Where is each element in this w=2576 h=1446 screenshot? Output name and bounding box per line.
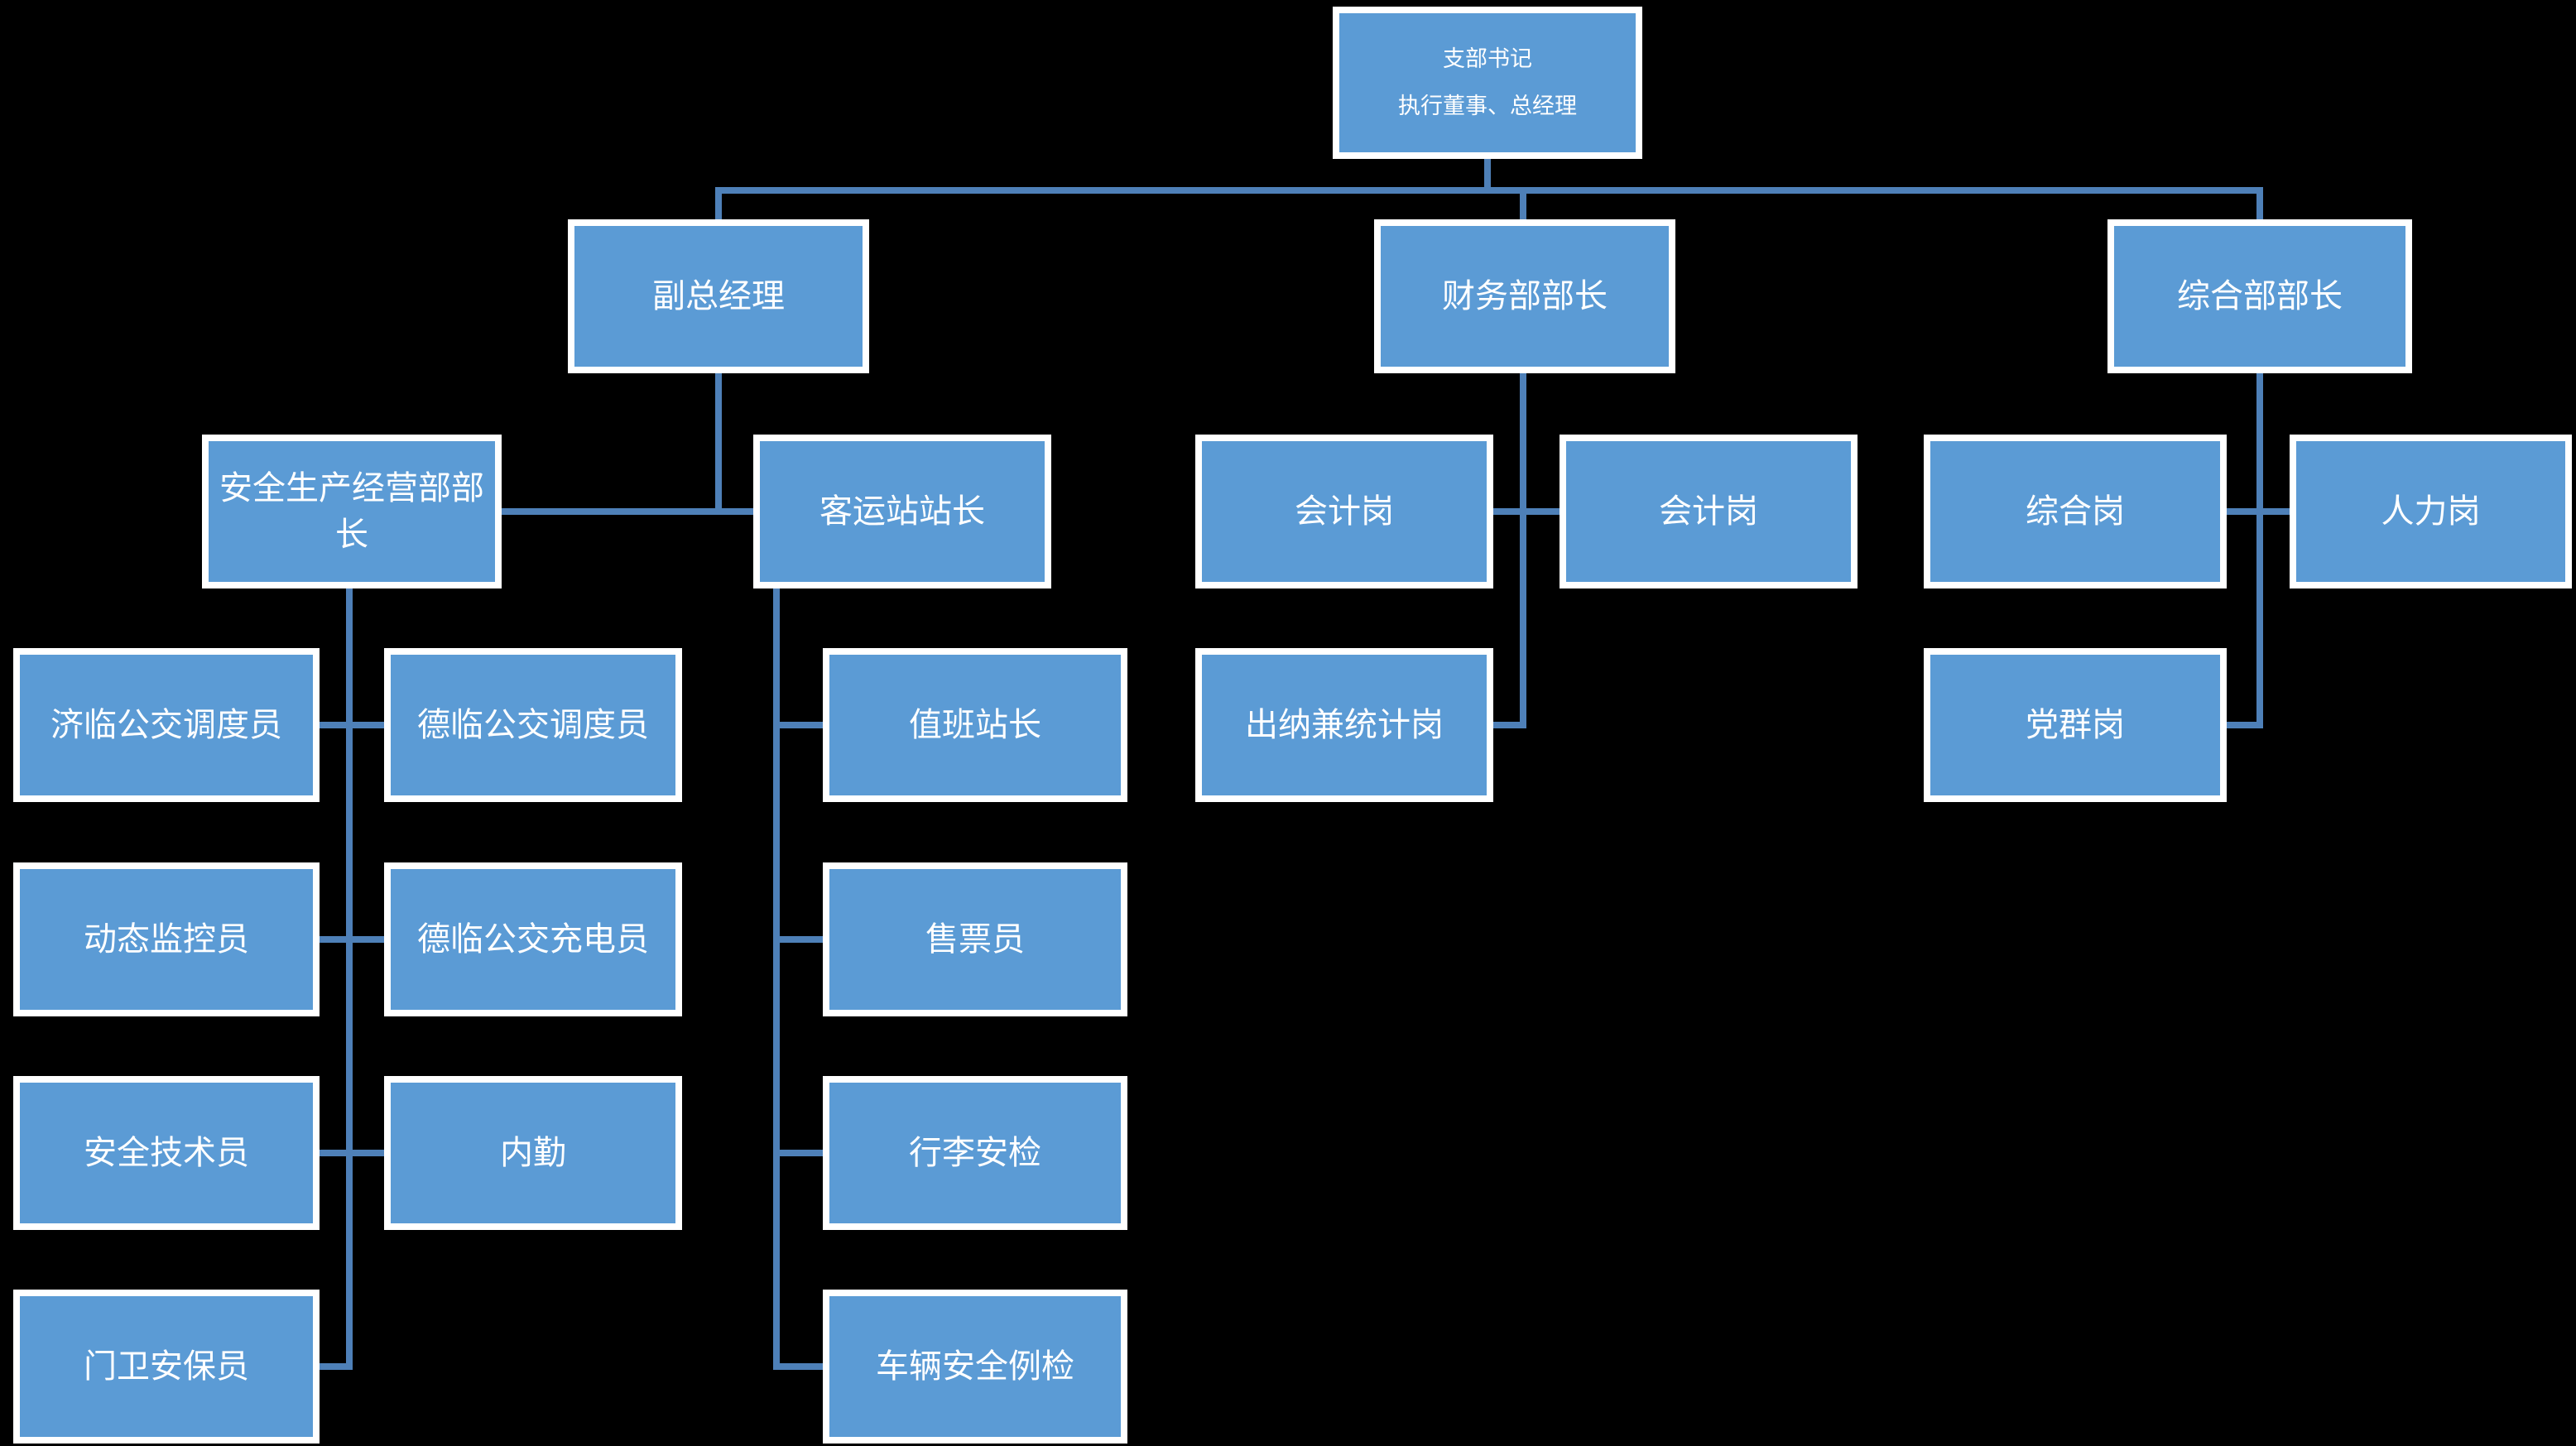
node-finance-department-head: 财务部部长 [1374,219,1675,373]
connector-drop-finance-minister [1520,187,1526,225]
connector-general-minister-trunk [2256,371,2263,728]
node-label: 德临公交调度员 [417,707,649,743]
node-general-affairs-post: 综合岗 [1924,435,2227,588]
node-label: 济临公交调度员 [50,707,282,743]
node-vehicle-safety-inspection: 车辆安全例检 [823,1290,1127,1444]
connector-finance-minister-trunk [1520,371,1526,728]
connector-stub-general-hr [2227,508,2290,515]
node-label: 安全技术员 [84,1135,249,1171]
connector-deputy-gm-trunk [715,371,722,515]
node-label: 客运站站长 [819,493,985,530]
node-label: 出纳兼统计岗 [1245,707,1444,743]
node-cashier-statistics-post: 出纳兼统计岗 [1195,648,1493,802]
node-safety-production-operation-head: 安全生产经营部部长 [202,435,502,588]
node-delin-bus-charger: 德临公交充电员 [384,862,682,1016]
connector-elbow-vehicle-inspection [773,1363,823,1370]
node-branch-secretary-executive-director-gm: 支部书记 执行董事、总经理 [1333,7,1642,159]
connector-stub-monitor-charger [320,936,384,943]
connector-elbow-cashier-statistics [1493,722,1526,728]
node-human-resources-post: 人力岗 [2290,435,2572,588]
node-label: 党群岗 [2026,707,2125,743]
node-accountant-post-1: 会计岗 [1195,435,1493,588]
node-label: 会计岗 [1659,493,1758,530]
connector-drop-general-minister [2256,187,2263,225]
node-label: 行李安检 [909,1135,1041,1171]
node-duty-station-master: 值班站长 [823,648,1127,802]
node-label: 财务部部长 [1442,278,1608,315]
node-ticket-seller: 售票员 [823,862,1127,1016]
connector-stub-ticket-seller [773,936,823,943]
connector-root-trunk [1484,157,1491,194]
node-luggage-security-check: 行李安检 [823,1076,1127,1230]
connector-station-master-trunk [773,586,780,1370]
connector-level1-horizontal [715,187,2263,194]
connector-stub-technician-internal [320,1150,384,1156]
node-label: 内勤 [500,1135,566,1171]
connector-stub-accountants [1493,508,1560,515]
node-party-masses-post: 党群岗 [1924,648,2227,802]
node-general-department-head: 综合部部长 [2107,219,2412,373]
node-delin-bus-dispatcher: 德临公交调度员 [384,648,682,802]
node-dynamic-monitor: 动态监控员 [13,862,320,1016]
node-gate-security-guard: 门卫安保员 [13,1290,320,1444]
node-label: 副总经理 [652,278,785,315]
node-label: 值班站长 [909,707,1041,743]
connector-safety-production-trunk [346,586,353,1370]
node-label: 门卫安保员 [84,1348,249,1385]
node-deputy-general-manager: 副总经理 [568,219,869,373]
node-label: 安全生产经营部部长 [219,470,484,553]
connector-stub-dispatchers [320,722,384,728]
node-label: 动态监控员 [84,921,249,958]
connector-stub-luggage-security [773,1150,823,1156]
node-safety-technician: 安全技术员 [13,1076,320,1230]
node-label: 售票员 [925,921,1025,958]
connector-deputy-branch-horizontal [502,508,753,515]
node-label: 会计岗 [1295,493,1394,530]
node-label: 车辆安全例检 [876,1348,1074,1385]
node-jilin-bus-dispatcher: 济临公交调度员 [13,648,320,802]
node-passenger-station-master: 客运站站长 [753,435,1051,588]
node-label: 综合部部长 [2177,278,2343,315]
node-label-line2: 执行董事、总经理 [1398,94,1577,118]
connector-elbow-party-post [2227,722,2263,728]
node-accountant-post-2: 会计岗 [1560,435,1858,588]
connector-drop-deputy-gm [715,187,722,225]
node-label: 德临公交充电员 [417,921,649,958]
node-internal-affairs: 内勤 [384,1076,682,1230]
node-label: 综合岗 [2026,493,2125,530]
node-label: 人力岗 [2381,493,2481,530]
node-label-line1: 支部书记 [1443,46,1532,71]
connector-stub-duty-station-master [773,722,823,728]
connector-elbow-gate-guard [320,1363,353,1370]
